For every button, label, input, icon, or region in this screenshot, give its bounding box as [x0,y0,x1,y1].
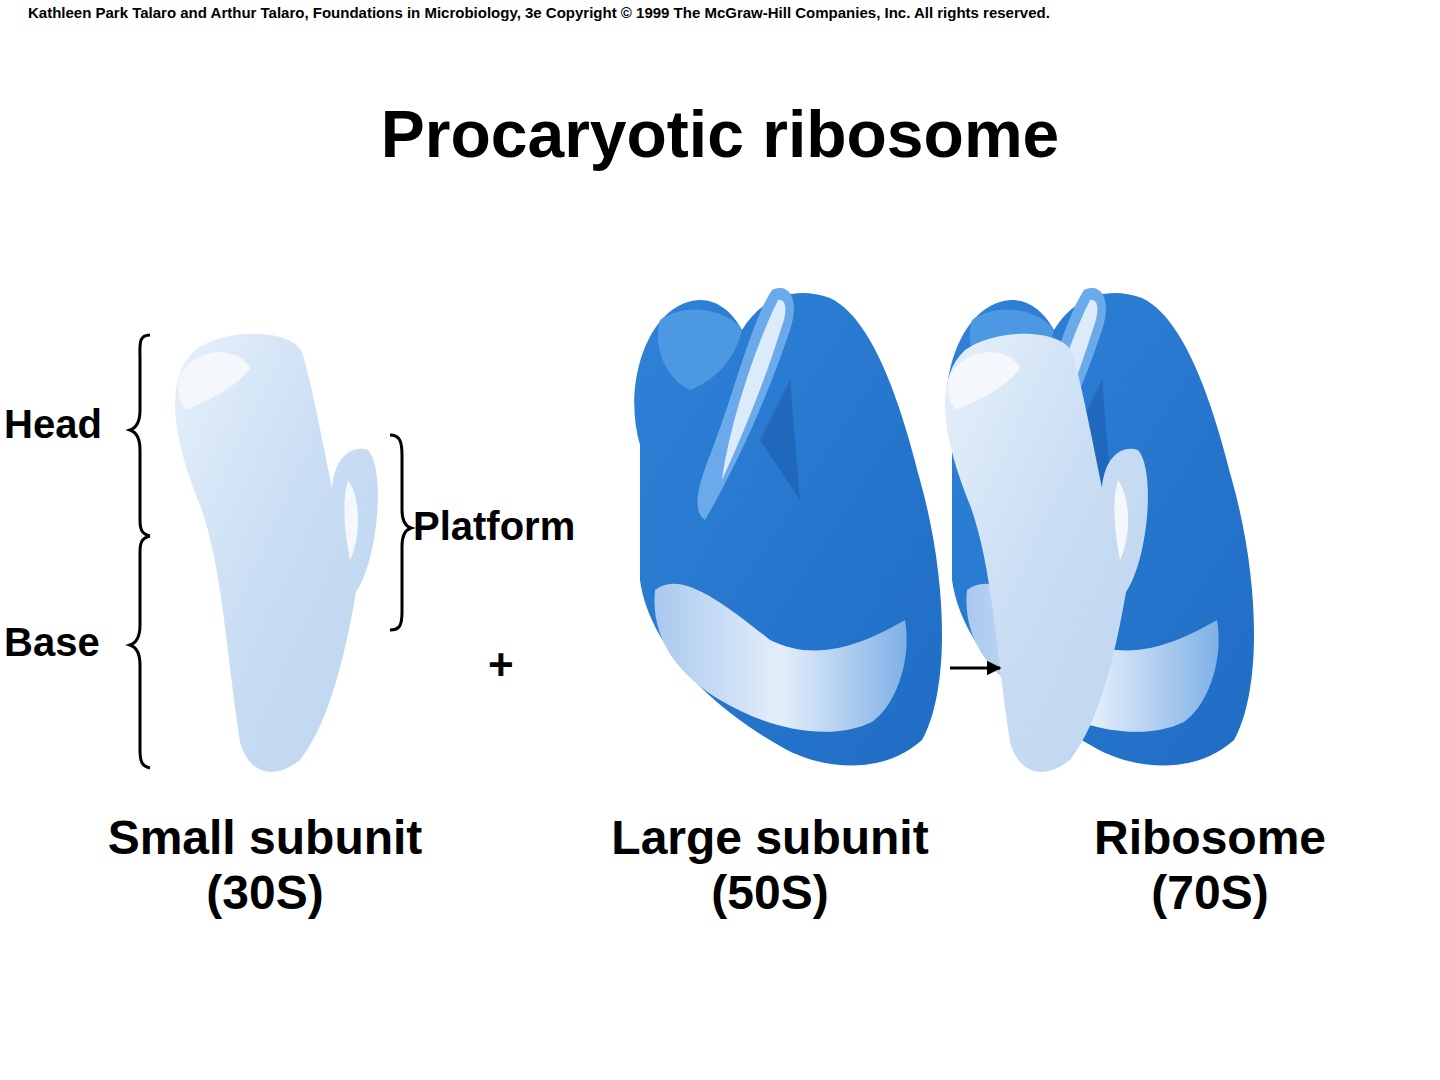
subunit-figure: Small subunit (30S) [90,280,440,920]
copyright-line: Kathleen Park Talaro and Arthur Talaro, … [28,4,1050,21]
subunit-figure: Large subunit (50S) [590,280,950,920]
part-label: Platform [413,504,575,549]
subunit-figure: Ribosome (70S) [1000,280,1420,920]
plus-sign: + [488,640,514,690]
subunit-caption: Small subunit (30S) [105,810,425,920]
part-label: Base [4,620,100,665]
subunit-caption: Ribosome (70S) [1050,810,1370,920]
reaction-arrow [950,667,1000,670]
diagram-title: Procaryotic ribosome [0,96,1440,172]
part-label: Head [4,402,102,447]
subunit-caption: Large subunit (50S) [610,810,930,920]
